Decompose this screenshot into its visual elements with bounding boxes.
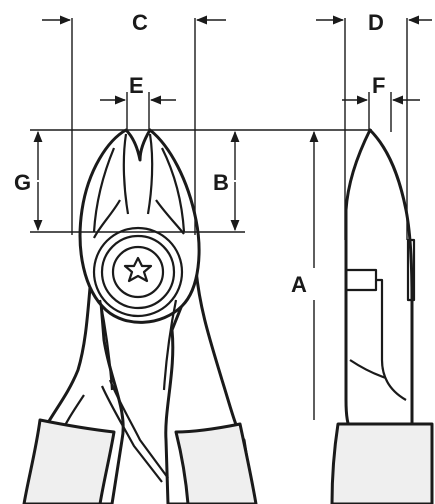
label-b: B: [213, 170, 229, 195]
dimension-lines: [30, 15, 432, 420]
label-c: C: [132, 10, 148, 35]
label-g: G: [14, 170, 31, 195]
dimension-labels: C D E F G B A: [14, 10, 385, 297]
label-e: E: [129, 73, 144, 98]
side-view-pliers: [330, 128, 434, 504]
label-a: A: [291, 272, 307, 297]
label-d: D: [368, 10, 384, 35]
label-f: F: [372, 73, 385, 98]
front-view-pliers: [22, 128, 258, 504]
